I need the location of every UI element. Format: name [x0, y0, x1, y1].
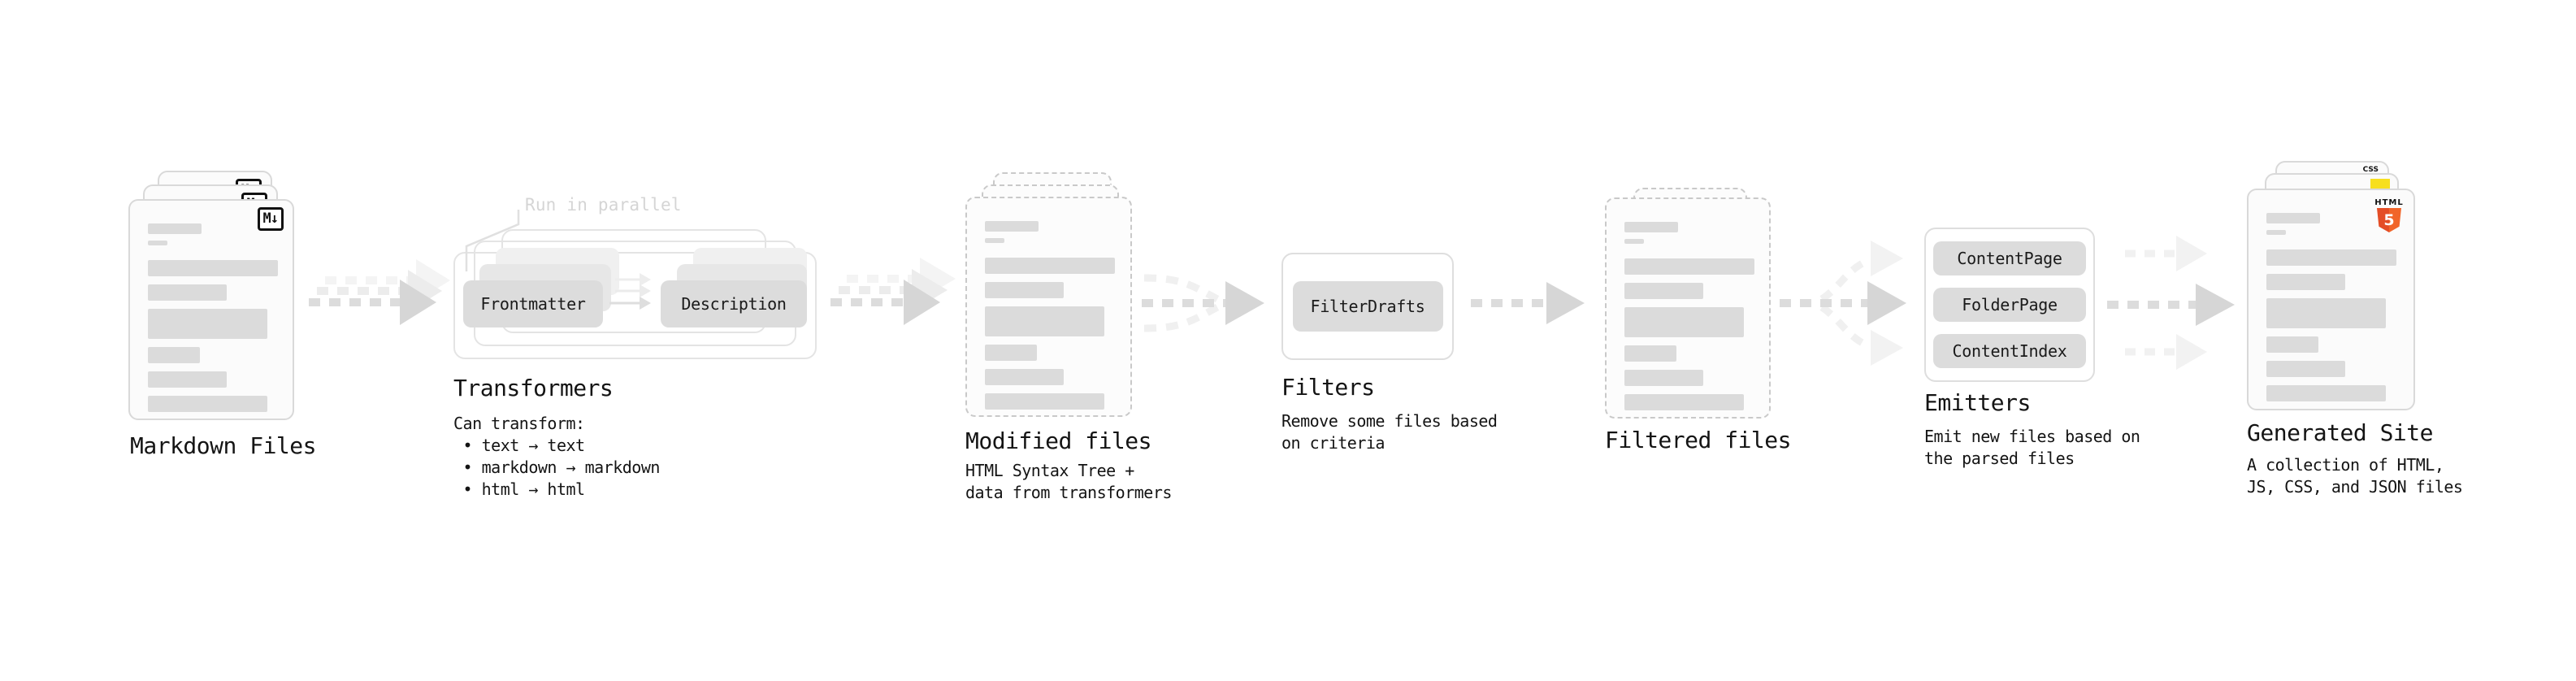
site-file-card-html: HTML 5	[2247, 189, 2415, 410]
transformers-title: Transformers	[453, 375, 614, 401]
file-content-placeholder	[130, 201, 293, 412]
file-content-placeholder	[967, 198, 1130, 410]
arrow-transformers-to-modified	[830, 258, 956, 325]
js-icon	[2370, 179, 2390, 190]
emitters-title: Emitters	[1924, 389, 2031, 416]
folderpage-box: FolderPage	[1933, 288, 2086, 322]
file-content-placeholder	[2249, 190, 2413, 401]
generated-site-description: A collection of HTML, JS, CSS, and JSON …	[2247, 455, 2463, 497]
arrow-filters-to-filtered	[1471, 282, 1585, 324]
arrow-modified-to-filters	[1142, 274, 1264, 332]
filters-panel: FilterDrafts	[1281, 253, 1454, 360]
modified-file-card-front	[965, 197, 1132, 417]
generated-site-title: Generated Site	[2247, 419, 2434, 446]
emitters-description: Emit new files based on the parsed files	[1924, 427, 2140, 468]
contentindex-box: ContentIndex	[1933, 334, 2086, 368]
arrow-emitters-to-site	[2107, 236, 2235, 370]
description-box: Description	[661, 280, 807, 327]
markdown-file-card-front: M↓	[128, 199, 294, 420]
filterdrafts-box: FilterDrafts	[1292, 281, 1443, 332]
filters-title: Filters	[1281, 374, 1375, 401]
frontmatter-box: Frontmatter	[463, 280, 603, 327]
emitters-panel: ContentPage FolderPage ContentIndex	[1924, 228, 2095, 382]
filtered-files-title: Filtered files	[1605, 427, 1792, 453]
transformers-description: Can transform: • text → text • markdown …	[453, 414, 660, 499]
file-content-placeholder	[1607, 199, 1769, 410]
run-in-parallel-note: Run in parallel	[525, 195, 682, 215]
html5-icon: HTML 5	[2374, 198, 2404, 232]
contentpage-box: ContentPage	[1933, 241, 2086, 275]
markdown-files-title: Markdown Files	[130, 432, 317, 459]
modified-files-description: HTML Syntax Tree + data from transformer…	[965, 461, 1172, 502]
transformer-group-front	[453, 252, 817, 359]
filters-description: Remove some files based on criteria	[1281, 411, 1498, 453]
arrow-filtered-to-emitters	[1780, 241, 1906, 366]
markdown-icon: M↓	[257, 207, 284, 231]
filtered-file-card-front	[1605, 197, 1771, 419]
arrow-markdown-to-transformers	[309, 259, 450, 325]
modified-files-title: Modified files	[965, 427, 1152, 454]
